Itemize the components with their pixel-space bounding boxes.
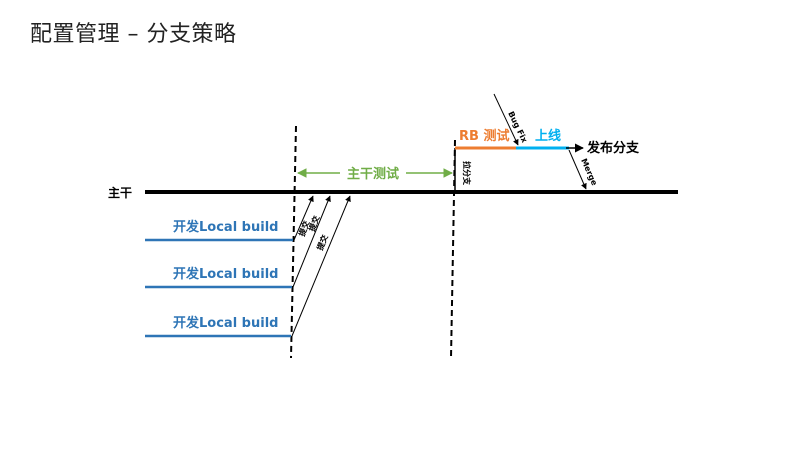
merge-arrow bbox=[568, 149, 587, 190]
release-branch-label: 发布分支 bbox=[586, 140, 640, 156]
local-build-label: 开发Local build bbox=[173, 266, 278, 282]
branch-off-label: 拉分支 bbox=[462, 161, 472, 186]
dashed-marker-right bbox=[450, 139, 456, 359]
local-build-label: 开发Local build bbox=[173, 315, 278, 331]
trunk-test-label-bg bbox=[340, 163, 406, 183]
trunk-test-label: 主干测试 bbox=[347, 166, 399, 182]
submit-arrow bbox=[291, 195, 351, 337]
dashed-marker-left bbox=[290, 125, 297, 359]
merge-label: Merge bbox=[579, 157, 599, 187]
submit-label: 提交 bbox=[306, 214, 321, 232]
slide-title: 配置管理 – 分支策略 bbox=[30, 22, 237, 47]
submit-arrow bbox=[292, 195, 331, 288]
trunk-label: 主干 bbox=[108, 185, 132, 200]
submit-arrow bbox=[293, 195, 314, 241]
bug-fix-arrow bbox=[493, 93, 519, 146]
local-build-label: 开发Local build bbox=[173, 219, 278, 235]
online-label: 上线 bbox=[535, 128, 561, 144]
rb-test-label: RB 测试 bbox=[459, 128, 509, 144]
